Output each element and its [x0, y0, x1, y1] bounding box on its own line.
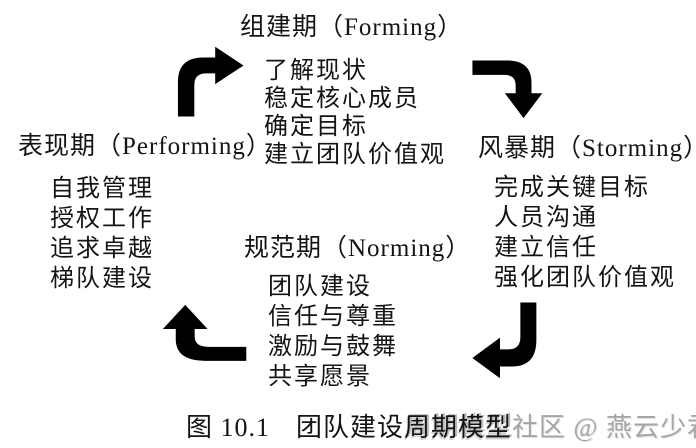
stage-list-forming: 了解现状 稳定核心成员 确定目标 建立团队价值观 [264, 57, 446, 169]
stage-title-forming: 组建期（Forming） [240, 14, 464, 41]
stage-title-norming: 规范期（Norming） [244, 235, 472, 262]
figure-number: 图 10.1 [186, 413, 271, 442]
bent-arrow-performing-to-forming-icon [177, 46, 244, 117]
list-item: 建立团队价值观 [264, 142, 446, 168]
list-item: 信任与尊重 [268, 304, 398, 330]
list-item: 完成关键目标 [494, 175, 650, 201]
list-item: 确定目标 [264, 114, 368, 140]
stage-list-norming: 团队建设 信任与尊重 激励与鼓舞 共享愿景 [268, 272, 398, 392]
list-item: 授权工作 [50, 206, 154, 232]
list-item: 强化团队价值观 [494, 265, 676, 291]
list-item: 团队建设 [268, 274, 372, 300]
list-item: 人员沟通 [494, 205, 598, 231]
list-item: 共享愿景 [268, 364, 372, 390]
list-item: 了解现状 [264, 58, 368, 84]
watermark: 社区 @ 燕云少君 [512, 413, 696, 442]
figure-caption: 图 10.1 团队建设周期模型社区 @ 燕云少君 [186, 407, 696, 444]
bent-arrow-forming-to-storming-icon [472, 60, 543, 119]
list-item: 追求卓越 [50, 236, 154, 262]
figure-title-part2: 周期模型 [404, 413, 513, 442]
figure-title-part1: 团队建设 [296, 413, 405, 442]
list-item: 建立信任 [494, 235, 598, 261]
stage-list-performing: 自我管理 授权工作 追求卓越 梯队建设 [50, 174, 154, 294]
list-item: 稳定核心成员 [264, 86, 420, 112]
stage-title-storming: 风暴期（Storming） [478, 135, 696, 162]
stage-title-performing: 表现期（Performing） [18, 133, 272, 160]
list-item: 自我管理 [50, 176, 154, 202]
bent-arrow-norming-to-performing-icon [162, 304, 247, 361]
list-item: 激励与鼓舞 [268, 334, 398, 360]
bent-arrow-storming-to-norming-icon [472, 302, 537, 379]
stage-list-storming: 完成关键目标 人员沟通 建立信任 强化团队价值观 [494, 173, 676, 293]
list-item: 梯队建设 [50, 266, 154, 292]
